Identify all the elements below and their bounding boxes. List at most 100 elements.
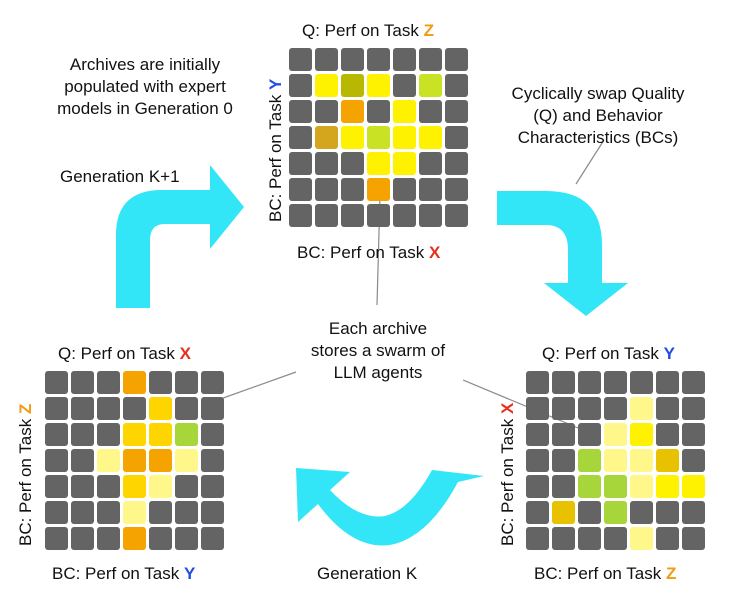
left-archive-cell — [45, 423, 68, 446]
right-archive-cell — [578, 449, 601, 472]
right-archive-cell — [578, 371, 601, 394]
top-archive-cell — [393, 126, 416, 149]
swarm-line-3: LLM agents — [333, 363, 423, 382]
left-archive-cell — [201, 475, 224, 498]
left-archive-cell — [71, 423, 94, 446]
left-archive-cell — [201, 423, 224, 446]
left-archive-cell — [97, 527, 120, 550]
left-archive-cell — [175, 423, 198, 446]
top-archive-cell — [341, 178, 364, 201]
right-archive-cell — [552, 423, 575, 446]
left-archive-cell — [175, 371, 198, 394]
generation-k-arrow — [296, 468, 484, 546]
top-archive-cell — [367, 204, 390, 227]
right-archive-cell — [682, 501, 705, 524]
left-archive-cell — [123, 397, 146, 420]
top-archive-cell — [341, 48, 364, 71]
top-archive-grid — [289, 48, 468, 227]
swap-line-2: (Q) and Behavior — [533, 106, 663, 125]
right-archive-cell — [682, 371, 705, 394]
right-archive-cell — [682, 449, 705, 472]
left-bc-side-task: Z — [16, 403, 35, 415]
right-bc-side-label: BC: Perf on Task X — [498, 403, 518, 546]
left-q-task: X — [179, 344, 191, 363]
top-archive-cell — [341, 152, 364, 175]
top-archive-cell — [367, 74, 390, 97]
top-archive-cell — [289, 204, 312, 227]
right-archive-cell — [526, 475, 549, 498]
right-archive-cell — [552, 449, 575, 472]
left-archive-cell — [45, 527, 68, 550]
right-archive-cell — [656, 475, 679, 498]
swap-arrow — [497, 191, 628, 316]
left-archive-cell — [175, 527, 198, 550]
swap-pointer-line — [575, 139, 605, 185]
right-archive-cell — [656, 527, 679, 550]
top-archive-cell — [315, 74, 338, 97]
top-archive-cell — [445, 178, 468, 201]
left-archive-cell — [97, 475, 120, 498]
right-archive-cell — [526, 527, 549, 550]
swap-line-1: Cyclically swap Quality — [511, 84, 685, 103]
left-archive-cell — [201, 501, 224, 524]
left-archive-cell — [149, 475, 172, 498]
top-archive-cell — [445, 126, 468, 149]
left-archive-cell — [149, 397, 172, 420]
left-archive-cell — [175, 397, 198, 420]
top-archive-cell — [393, 100, 416, 123]
right-bc-side-prefix: BC: Perf on Task — [498, 414, 517, 546]
intro-line-2: populated with expert — [64, 77, 226, 96]
left-archive-cell — [45, 449, 68, 472]
top-archive-cell — [315, 100, 338, 123]
top-archive-cell — [393, 48, 416, 71]
left-archive-cell — [149, 527, 172, 550]
top-archive-cell — [367, 178, 390, 201]
right-archive-cell — [578, 475, 601, 498]
top-archive-cell — [315, 204, 338, 227]
top-archive-cell — [419, 100, 442, 123]
left-archive-cell — [123, 423, 146, 446]
right-archive-cell — [578, 501, 601, 524]
right-archive-cell — [656, 423, 679, 446]
right-archive-cell — [604, 475, 627, 498]
left-bc-side-prefix: BC: Perf on Task — [16, 414, 35, 546]
right-archive-cell — [578, 423, 601, 446]
left-archive-cell — [123, 501, 146, 524]
top-bc-side-prefix: BC: Perf on Task — [266, 90, 285, 222]
left-archive-cell — [123, 371, 146, 394]
right-q-task: Y — [663, 344, 675, 363]
swarm-note: Each archive stores a swarm of LLM agent… — [288, 318, 468, 384]
left-q-prefix: Q: Perf on Task — [58, 344, 180, 363]
right-bc-bottom-prefix: BC: Perf on Task — [534, 564, 666, 583]
right-archive-cell — [552, 397, 575, 420]
right-archive-grid — [526, 371, 705, 550]
left-archive-cell — [175, 449, 198, 472]
right-archive-cell — [604, 501, 627, 524]
top-archive-cell — [393, 204, 416, 227]
top-archive-cell — [289, 178, 312, 201]
top-archive-cell — [315, 48, 338, 71]
right-archive-cell — [552, 371, 575, 394]
top-archive-cell — [445, 152, 468, 175]
top-archive-cell — [393, 152, 416, 175]
generation-k1-label: Generation K+1 — [60, 167, 180, 186]
right-archive-cell — [682, 423, 705, 446]
swarm-pointer-left — [211, 371, 297, 403]
swap-line-3: Characteristics (BCs) — [517, 128, 679, 147]
top-archive-cell — [315, 178, 338, 201]
left-archive-cell — [175, 475, 198, 498]
left-archive-cell — [45, 397, 68, 420]
right-archive-cell — [526, 423, 549, 446]
top-archive-cell — [289, 152, 312, 175]
top-archive-cell — [367, 126, 390, 149]
top-archive-cell — [341, 126, 364, 149]
left-bc-side-label: BC: Perf on Task Z — [16, 404, 36, 546]
top-archive-cell — [445, 204, 468, 227]
top-bc-bottom-title: BC: Perf on Task X — [297, 243, 440, 263]
top-archive-cell — [289, 100, 312, 123]
left-archive-cell — [149, 371, 172, 394]
right-archive-cell — [526, 397, 549, 420]
right-q-prefix: Q: Perf on Task — [542, 344, 664, 363]
top-archive-cell — [419, 152, 442, 175]
right-bc-bottom-title: BC: Perf on Task Z — [534, 564, 676, 584]
